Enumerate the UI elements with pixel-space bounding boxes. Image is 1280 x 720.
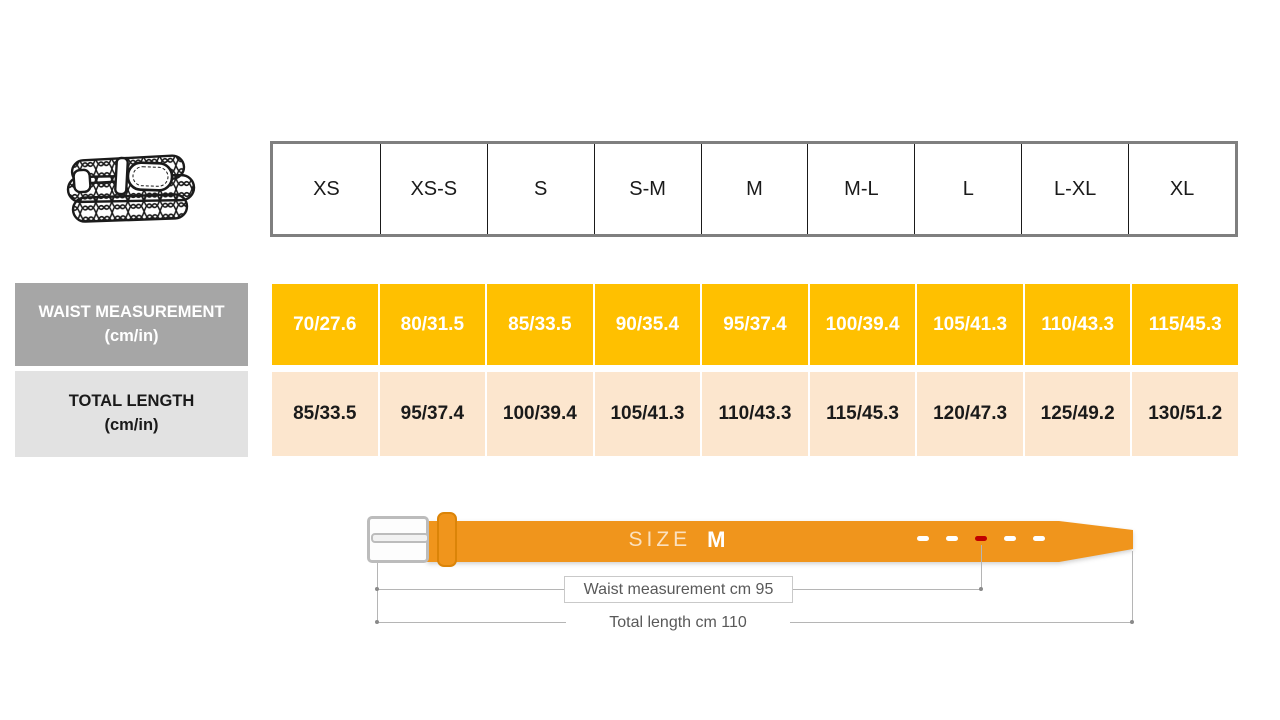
size-header-cell: S <box>486 144 594 234</box>
waist-value-cell: 70/27.6 <box>272 284 378 365</box>
waist-value-cell: 100/39.4 <box>809 284 916 365</box>
tip-leader-line <box>1132 551 1133 621</box>
length-value-cell: 85/33.5 <box>272 372 378 456</box>
size-header-cell: XS-S <box>379 144 487 234</box>
waist-value-cell: 85/33.5 <box>487 284 593 365</box>
waist-line-right-dot <box>979 587 983 591</box>
length-value-cell: 120/47.3 <box>917 372 1023 456</box>
length-label-unit: (cm/in) <box>104 416 159 434</box>
waist-row-label: WAIST MEASUREMENT (cm/in) <box>15 283 248 366</box>
length-value-cell: 110/43.3 <box>702 372 808 456</box>
length-caption: Total length cm 110 <box>566 610 790 635</box>
waist-value-cell: 90/35.4 <box>594 284 701 365</box>
size-header-cell: XS <box>313 177 340 200</box>
belt-strap <box>427 521 1133 562</box>
buckle-leader-line <box>377 563 378 622</box>
length-caption-text: Total length cm 110 <box>609 613 747 631</box>
waist-value-cell: 80/31.5 <box>379 284 486 365</box>
size-header-cell: L-XL <box>1021 144 1128 234</box>
waist-value-cell: 95/37.4 <box>702 284 808 365</box>
belt-hole-icon <box>917 536 929 541</box>
belt-hole-icon <box>1004 536 1016 541</box>
belt-hole-icon <box>946 536 958 541</box>
belt-size-text: SIZE M <box>557 519 797 561</box>
length-value-cell: 125/49.2 <box>1024 372 1131 456</box>
waist-label-unit: (cm/in) <box>104 326 159 345</box>
size-header-cell: S-M <box>593 144 701 234</box>
belt-keeper-icon <box>437 512 457 567</box>
waist-value-cell: 115/45.3 <box>1132 284 1238 365</box>
size-word: SIZE <box>628 528 692 551</box>
waist-line-left-dot <box>375 587 379 591</box>
total-line-right-dot <box>1130 620 1134 624</box>
size-header-cell: M-L <box>807 144 914 234</box>
waist-caption-text: Waist measurement cm 95 <box>583 580 774 598</box>
length-value-cell: 100/39.4 <box>487 372 593 456</box>
size-value: M <box>707 527 726 552</box>
total-line-left-dot <box>375 620 379 624</box>
size-header-cell: L <box>914 144 1021 234</box>
length-value-cell: 130/51.2 <box>1132 372 1238 456</box>
red-hole-leader-line <box>981 545 982 589</box>
braided-belt-icon <box>66 154 196 223</box>
length-label-text: TOTAL LENGTH <box>68 392 195 411</box>
size-header-cell: M <box>700 144 808 234</box>
length-row-label: TOTAL LENGTH (cm/in) <box>15 371 248 457</box>
size-header-cell: XL <box>1128 144 1235 234</box>
waist-value-cell: 105/41.3 <box>917 284 1023 365</box>
waist-value-cell: 110/43.3 <box>1024 284 1131 365</box>
waist-caption-box: Waist measurement cm 95 <box>564 576 793 603</box>
waist-label-text: WAIST MEASUREMENT <box>38 302 225 321</box>
length-value-cell: 105/41.3 <box>594 372 701 456</box>
belt-hole-red-icon <box>975 536 987 541</box>
belt-hole-icon <box>1033 536 1045 541</box>
length-value-cell: 95/37.4 <box>379 372 486 456</box>
length-value-cell: 115/45.3 <box>809 372 916 456</box>
belt-buckle-prong-icon <box>371 533 429 543</box>
